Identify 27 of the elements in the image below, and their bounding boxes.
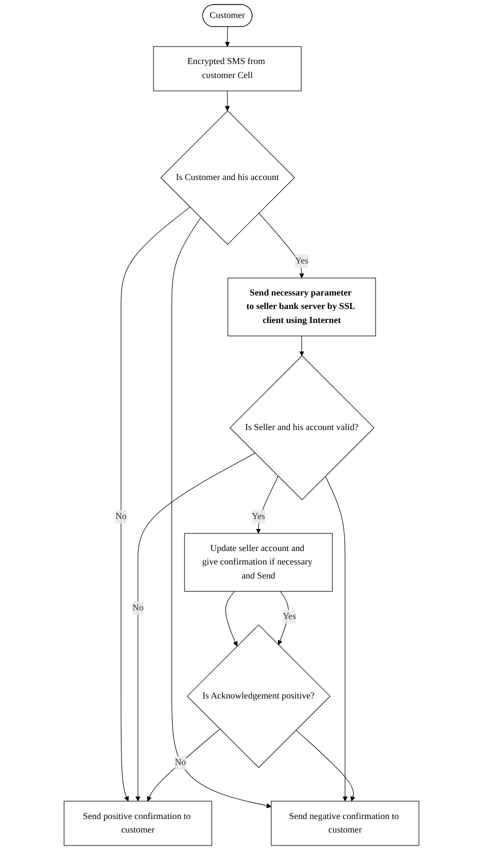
- arrow: [258, 212, 304, 278]
- node-box: Update seller account and give confirmation if necessary and Send: [184, 533, 333, 592]
- node-diamond: Is Customer and his account: [160, 110, 295, 245]
- edge-label: Yes: [295, 256, 308, 266]
- arrow: [224, 26, 230, 47]
- edge-label: Yes: [252, 512, 266, 522]
- edge-label: Yes: [282, 612, 296, 622]
- arrow: [135, 452, 256, 802]
- edge-label: No: [132, 602, 144, 613]
- arrow: [172, 218, 272, 808]
- node-box: Encrypted SMS from customer Cell: [153, 46, 302, 92]
- node-box: Send negative confirmation to customer: [270, 800, 420, 846]
- arrow: [120, 206, 190, 802]
- arrow: [256, 476, 278, 534]
- arrow: [325, 476, 348, 802]
- arrow: [225, 591, 238, 646]
- arrow: [278, 591, 289, 646]
- node-diamond: Is Seller and his account valid?: [230, 355, 374, 500]
- node-diamond: Is Acknowledgement positive?: [186, 624, 330, 768]
- edge-label: No: [174, 758, 186, 768]
- arrow: [147, 728, 220, 802]
- node-box: Send necessary parameter to seller bank server by SSL client using Internet: [228, 278, 376, 336]
- arrow: [224, 90, 230, 112]
- node-box: Send positive confirmation to customer: [64, 800, 212, 846]
- edge-label: No: [115, 512, 127, 522]
- arrow: [299, 336, 304, 356]
- arrow: [296, 730, 356, 802]
